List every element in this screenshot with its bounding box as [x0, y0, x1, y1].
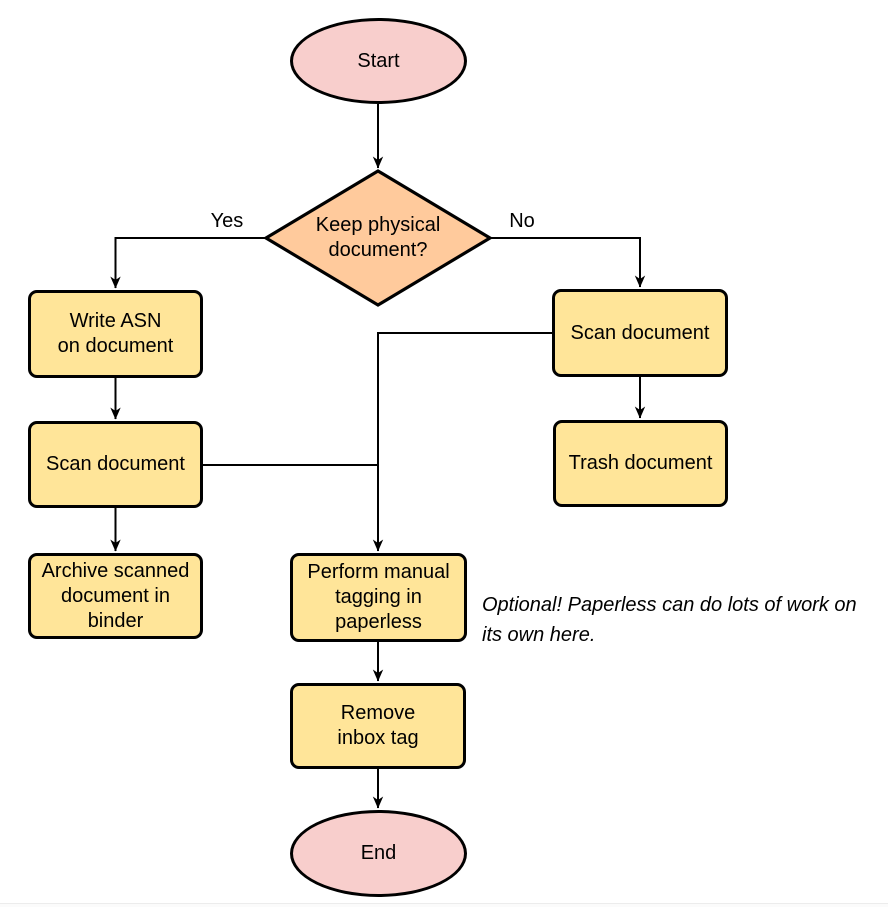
node-scan-document-left: Scan document [28, 421, 203, 508]
node-perform-tagging: Perform manual tagging in paperless [290, 553, 467, 642]
node-remove-inbox-tag: Remove inbox tag [290, 683, 466, 769]
bottom-divider [0, 903, 888, 907]
node-end-label: End [360, 842, 397, 864]
node-trash-document: Trash document [553, 420, 728, 507]
node-start: Start [290, 18, 467, 104]
edge-scan-right-to-perform [372, 332, 552, 552]
node-end: End [290, 810, 467, 897]
node-scan-document-right: Scan document [552, 289, 728, 377]
optional-note: Optional! Paperless can do lots of work … [482, 594, 857, 646]
decision-diamond-shape [262, 169, 494, 307]
edge-label-no: No [509, 210, 535, 232]
node-write-asn: Write ASN on document [28, 290, 203, 378]
edge-decision-to-write-asn [110, 237, 266, 289]
node-archive-document: Archive scanned document in binder [28, 553, 203, 639]
edge-label-yes: Yes [210, 210, 244, 232]
node-start-label: Start [357, 49, 400, 72]
edge-decision-to-scan-right [490, 237, 646, 288]
node-decision-label: Keep physical document? [315, 214, 441, 261]
